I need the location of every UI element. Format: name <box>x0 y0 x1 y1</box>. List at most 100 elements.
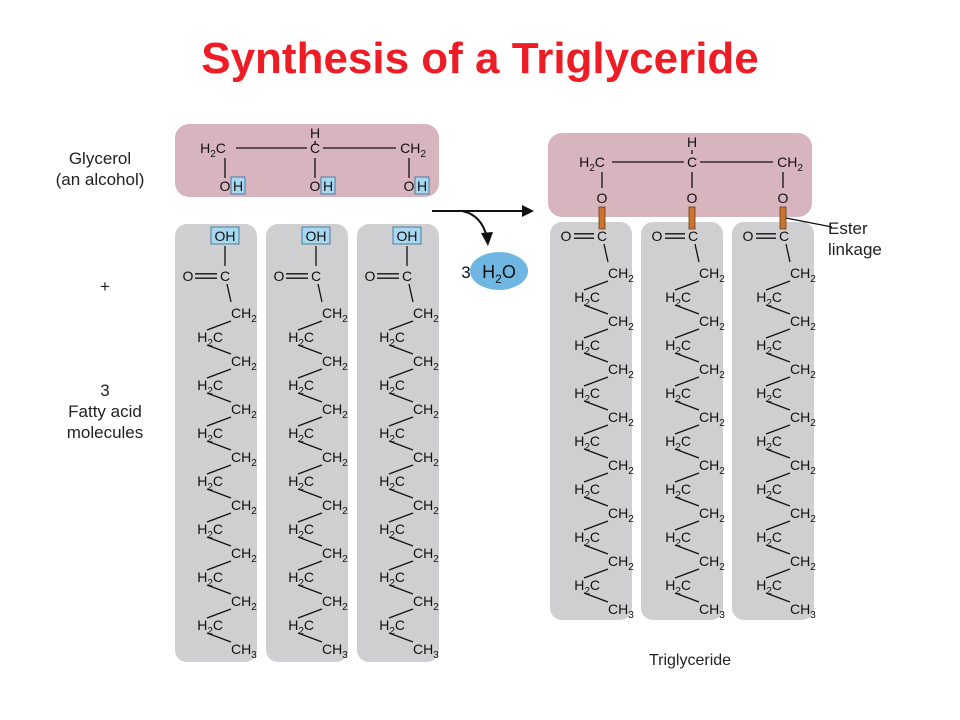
glycerol-label-line2: (an alcohol) <box>55 170 145 189</box>
fatty-acid-1-ch2-6: CH2 <box>231 449 257 469</box>
triglyceride-chain-1-carbonyl-o: O <box>561 228 572 244</box>
fatty-acid-1-ch2-8: CH2 <box>231 497 257 517</box>
glycerol-hydroxyl-h-middle: H <box>323 178 333 194</box>
glycerol-o-right: O <box>404 178 415 194</box>
triglyceride-chain-2-bond-1 <box>674 280 700 291</box>
triglyceride-chain-2-bond-5 <box>674 376 700 387</box>
triglyceride-chain-3-box <box>732 222 814 620</box>
fatty-acid-2-ch2-2: CH2 <box>322 353 348 373</box>
triglyceride-chain-1-bond-4 <box>583 352 609 363</box>
triglyceride-chain-1-bond-1 <box>583 280 609 291</box>
triglyceride-chain-1-h2c-3: H2C <box>574 337 600 357</box>
fatty-acid-2-h2c-5: H2C <box>288 425 314 445</box>
fatty-acid-1-ch2-2: CH2 <box>231 353 257 373</box>
triglyceride-chain-2-bond-9 <box>674 472 700 483</box>
fatty-acid-2-h2c-11: H2C <box>288 569 314 589</box>
fatty-acid-1-ch2-12: CH2 <box>231 593 257 613</box>
fatty-acid-2-h2c-9: H2C <box>288 521 314 541</box>
glycerol-h-top: H <box>310 125 320 141</box>
fatty-acid-1-bond-13 <box>206 608 232 619</box>
fatty-acid-2-bond-3 <box>297 368 323 379</box>
fatty-acid-3-box <box>357 224 439 662</box>
fatty-acid-3-bond-10 <box>388 536 414 547</box>
fatty-acid-2-ch2-10: CH2 <box>322 545 348 565</box>
triglyceride-chain-3-bond-9 <box>765 472 791 483</box>
water-coefficient: 3 <box>461 263 470 282</box>
triglyceride-chain-3-ch2-6: CH2 <box>790 409 816 429</box>
fatty-acid-1-bond-10 <box>206 536 232 547</box>
triglyceride-chain-2-box <box>641 222 723 620</box>
triglyceride-chain-1-bond-6 <box>583 400 609 411</box>
triglyceride-chain-2-bond-11 <box>674 520 700 531</box>
triglyceride-chain-3-ch2-10: CH2 <box>790 505 816 525</box>
fatty-acid-2-ch2-4: CH2 <box>322 401 348 421</box>
triglyceride-chain-3-bond-6 <box>765 400 791 411</box>
fatty-acid-1-box <box>175 224 257 662</box>
triglyceride-chain-2-h2c-1: H2C <box>665 289 691 309</box>
triglyceride-chain-3-h2c-11: H2C <box>756 529 782 549</box>
fatty-acid-1-ch2-0: CH2 <box>231 305 257 325</box>
triglyceride-chain-2-bond-14 <box>674 592 700 603</box>
glycerol-h2c: H2C <box>200 140 226 160</box>
triglyceride-glycerol-box <box>548 133 812 217</box>
triglyceride-chain-2-h2c-5: H2C <box>665 385 691 405</box>
triglyceride-chain-1-ch2-2: CH2 <box>608 313 634 333</box>
glycerol-hydroxyl-h-highlight-right <box>414 176 430 195</box>
triglyceride-chain-2-h2c-3: H2C <box>665 337 691 357</box>
fatty-acid-3-h2c-5: H2C <box>379 425 405 445</box>
fatty-acid-1-h2c-3: H2C <box>197 377 223 397</box>
fatty-acid-3-ch2-4: CH2 <box>413 401 439 421</box>
glycerol-center-c: C <box>310 140 320 156</box>
triglyceride-chain-3-c-ch2-bond <box>785 243 791 263</box>
fatty-acid-2-ch2-12: CH2 <box>322 593 348 613</box>
triglyceride-chain-1-c-ch2-bond <box>603 243 609 263</box>
glycerol-ch2: CH2 <box>400 140 426 160</box>
fatty-acid-label: 3 Fatty acid molecules <box>50 380 160 443</box>
triglyceride-chain-1-h2c-13: H2C <box>574 577 600 597</box>
fatty-acid-1-h2c-11: H2C <box>197 569 223 589</box>
fatty-acid-3-h2c-7: H2C <box>379 473 405 493</box>
fatty-acid-2-bond-5 <box>297 416 323 427</box>
fatty-acid-1-ch2-4: CH2 <box>231 401 257 421</box>
triglyceride-chain-3-h2c-9: H2C <box>756 481 782 501</box>
fatty-acid-3-h2c-3: H2C <box>379 377 405 397</box>
fatty-acid-1-bond-7 <box>206 464 232 475</box>
triglyceride-chain-3-ch2-4: CH2 <box>790 361 816 381</box>
triglyceride-chain-3-carbonyl-c: C <box>779 228 789 244</box>
triglyceride-chain-1-h2c-11: H2C <box>574 529 600 549</box>
triglyceride-chain-1-bond-11 <box>583 520 609 531</box>
triglyceride-chain-1-bond-13 <box>583 568 609 579</box>
fatty-acid-3-ch2-12: CH2 <box>413 593 439 613</box>
fatty-acid-2-h2c-3: H2C <box>288 377 314 397</box>
fatty-acid-3-h2c-13: H2C <box>379 617 405 637</box>
fatty-acid-2-bond-11 <box>297 560 323 571</box>
fatty-acid-1-c-ch2-bond <box>226 283 232 303</box>
fatty-acid-2-ch3: CH3 <box>322 641 348 661</box>
triglyceride-chain-3-bond-4 <box>765 352 791 363</box>
fatty-acid-3-ch2-2: CH2 <box>413 353 439 373</box>
fatty-acid-1-bond-1 <box>206 320 232 331</box>
fatty-acid-3-carbonyl-o: O <box>365 268 376 284</box>
fatty-acid-2-oh: OH <box>306 228 327 244</box>
triglyceride-chain-3-bond-11 <box>765 520 791 531</box>
triglyceride-chain-1-bond-10 <box>583 496 609 507</box>
triglyceride-chain-1-h2c-9: H2C <box>574 481 600 501</box>
triglyceride-chain-2-bond-2 <box>674 304 700 315</box>
triglyceride-chain-1-h2c-5: H2C <box>574 385 600 405</box>
triglyceride-chain-3-bond-14 <box>765 592 791 603</box>
fatty-acid-3-ch2-0: CH2 <box>413 305 439 325</box>
triglyceride-chain-3-h2c-1: H2C <box>756 289 782 309</box>
triglyceride-chain-3-ch2-12: CH2 <box>790 553 816 573</box>
triglyceride-chain-2-h2c-7: H2C <box>665 433 691 453</box>
triglyceride-chain-3-bond-5 <box>765 376 791 387</box>
fatty-acid-2-bond-7 <box>297 464 323 475</box>
triglyceride-chain-1-ch2-8: CH2 <box>608 457 634 477</box>
fatty-acid-2-c-ch2-bond <box>317 283 323 303</box>
triglyceride-chain-3-ch3: CH3 <box>790 601 816 621</box>
fatty-acid-1-h2c-9: H2C <box>197 521 223 541</box>
fatty-acid-3-oh-highlight <box>392 226 422 245</box>
fatty-acid-2-bond-1 <box>297 320 323 331</box>
fatty-acid-2-h2c-7: H2C <box>288 473 314 493</box>
ester-linkage-pointer <box>785 217 833 228</box>
fatty-acid-3-bond-8 <box>388 488 414 499</box>
